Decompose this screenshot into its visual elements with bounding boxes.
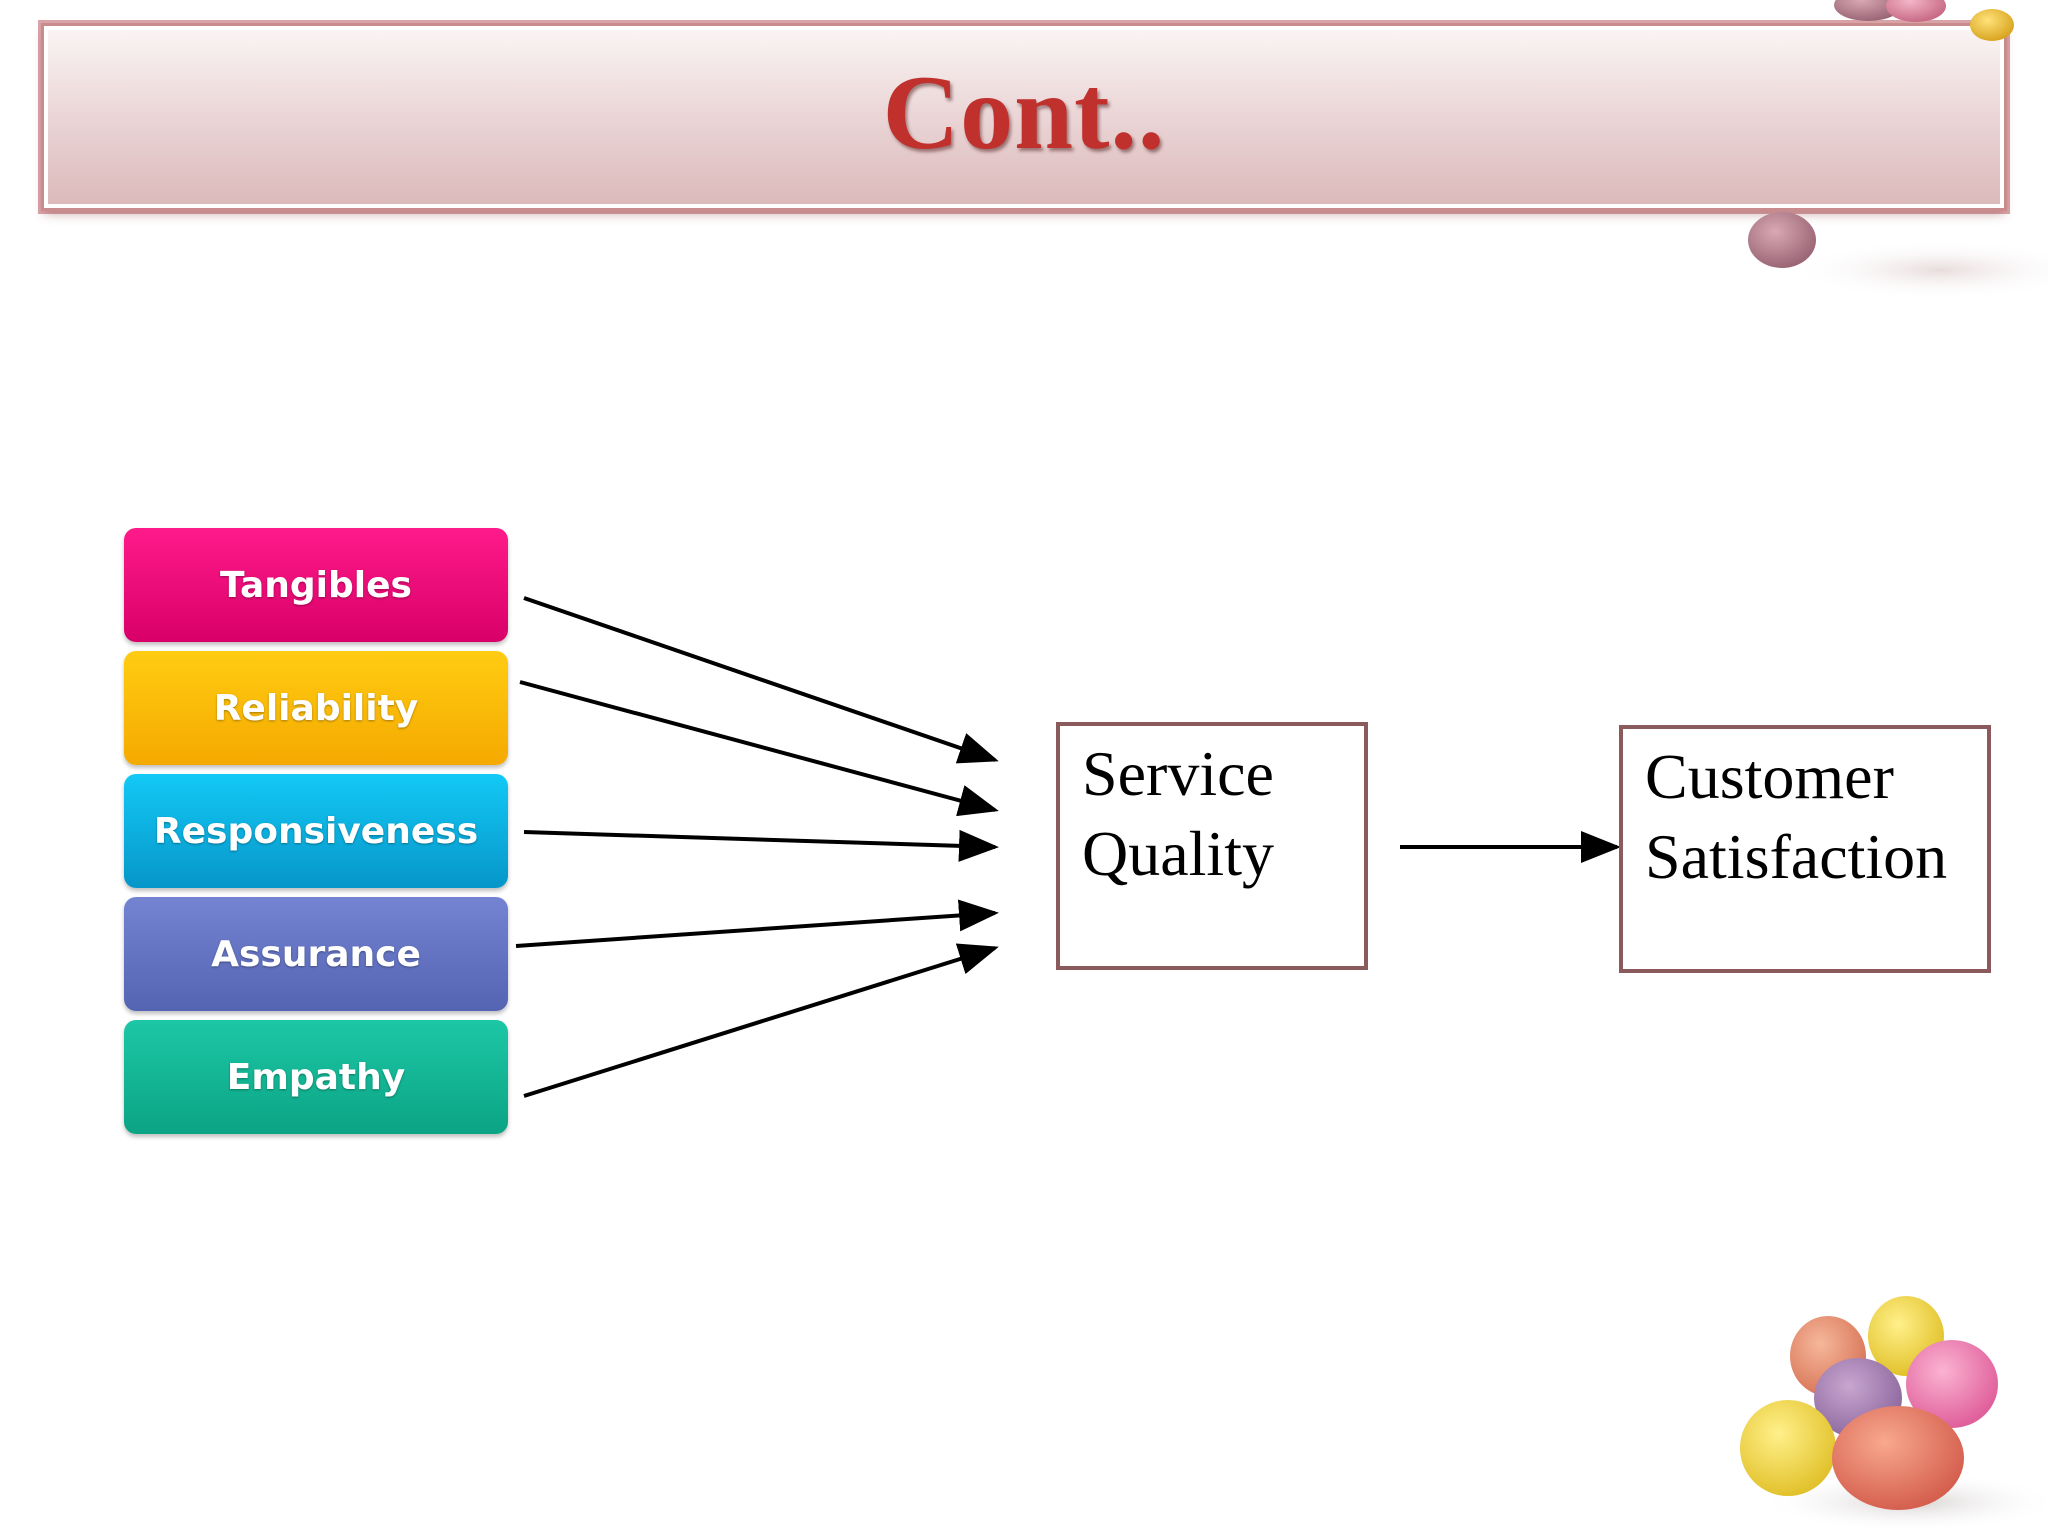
slide-title: Cont.. [882,54,1166,171]
dimension-label: Reliability [213,687,419,729]
arrow-reliability-to-service-quality [519,680,999,817]
arrow-responsiveness-to-service-quality [523,829,999,862]
dimension-label: Assurance [211,933,421,975]
arrow-empathy-to-service-quality [523,943,999,1098]
arrow-assurance-to-service-quality [515,899,999,948]
dimension-assurance: Assurance [124,897,508,1011]
customer-satisfaction-line1: Customer [1645,741,1894,812]
candy-eggs-bottom-decoration [1740,1296,2048,1532]
title-banner: Cont.. [41,23,2007,211]
dimension-empathy: Empathy [124,1020,508,1134]
customer-satisfaction-line2: Satisfaction [1645,821,1948,892]
dimension-label: Tangibles [220,564,412,606]
dimension-label: Responsiveness [153,810,479,852]
service-quality-line1: Service [1082,738,1274,809]
arrow-tangibles-to-service-quality [523,596,999,764]
customer-satisfaction-box: Customer Satisfaction [1619,725,1991,973]
dimension-reliability: Reliability [124,651,508,765]
dimension-label: Empathy [226,1056,406,1098]
dimension-tangibles: Tangibles [124,528,508,642]
servqual-dimensions: Tangibles Reliability Responsiveness Ass… [124,528,508,1143]
service-quality-box: Service Quality [1056,722,1368,970]
service-quality-line2: Quality [1082,818,1274,889]
dimension-responsiveness: Responsiveness [124,774,508,888]
candy-eggs-top-decoration [1748,0,2048,300]
